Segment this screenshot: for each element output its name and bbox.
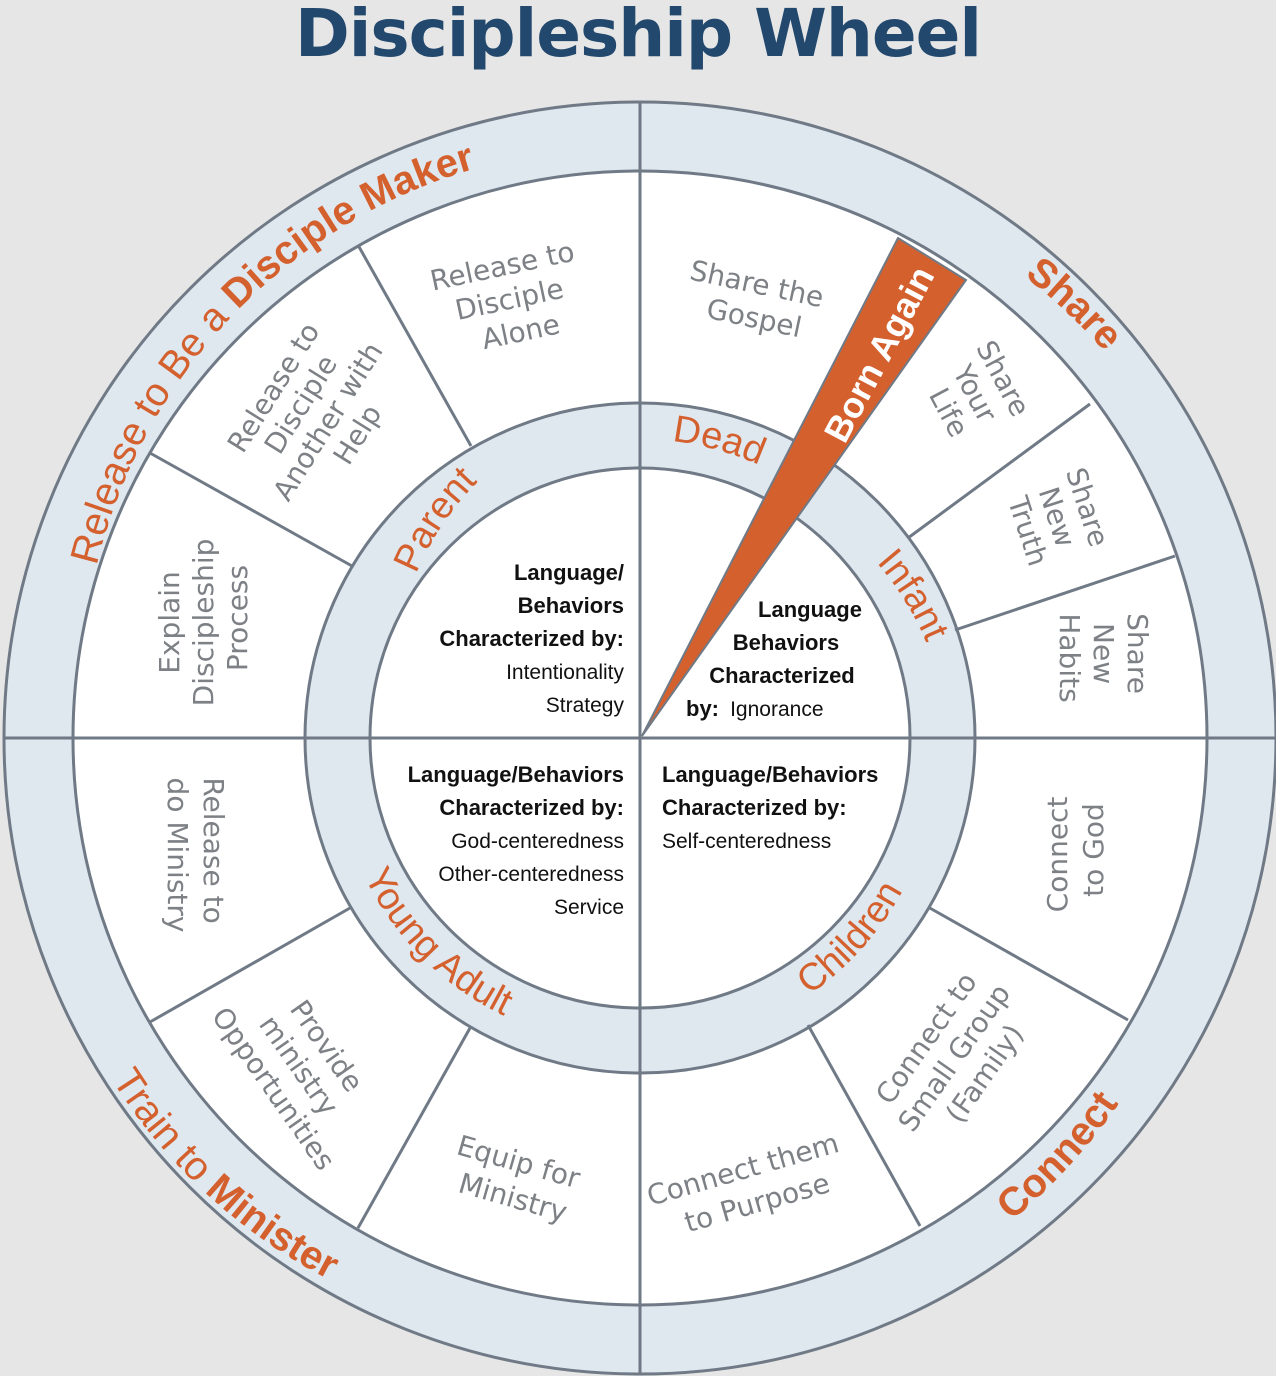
svg-text:Behaviors: Behaviors <box>733 630 839 655</box>
quadrant-children-text: Language/Behaviors Characterized by: Sel… <box>662 762 878 853</box>
svg-text:Language/Behaviors: Language/Behaviors <box>662 762 878 787</box>
page-title: Discipleship Wheel <box>295 0 981 72</box>
segment-dividers <box>149 244 1176 1229</box>
svg-text:Self-centeredness: Self-centeredness <box>662 830 831 853</box>
svg-text:Characterized by:: Characterized by: <box>662 795 847 820</box>
svg-text:God-centeredness: God-centeredness <box>451 830 624 853</box>
svg-text:Characterized by:: Characterized by: <box>439 626 624 651</box>
step-connect-god: Connect to God <box>1041 788 1110 913</box>
svg-text:Language/Behaviors: Language/Behaviors <box>408 762 624 787</box>
svg-text:Other-centeredness: Other-centeredness <box>438 863 624 886</box>
svg-text:by: Ignorance: by: Ignorance <box>686 696 824 721</box>
quadrant-infant-text: Language Behaviors Characterized by: Ign… <box>686 597 862 721</box>
svg-text:Strategy: Strategy <box>546 694 625 717</box>
svg-text:Language: Language <box>758 597 862 622</box>
svg-text:Behaviors: Behaviors <box>518 593 624 618</box>
svg-text:Intentionality: Intentionality <box>506 661 624 684</box>
quadrant-parent-text: Language/ Behaviors Characterized by: In… <box>439 560 624 717</box>
step-explain-process: Explain Discipleship Process <box>153 530 254 707</box>
svg-text:Characterized by:: Characterized by: <box>439 795 624 820</box>
born-again-wedge <box>641 236 968 737</box>
svg-text:Characterized: Characterized <box>709 663 855 688</box>
svg-text:Service: Service <box>554 896 624 919</box>
step-share-habits: Share New Habits <box>1053 613 1154 703</box>
quadrant-young-adult-text: Language/Behaviors Characterized by: God… <box>408 762 624 919</box>
step-release-ministry: Release to do Ministry <box>161 777 230 932</box>
svg-text:Language/: Language/ <box>514 560 624 585</box>
